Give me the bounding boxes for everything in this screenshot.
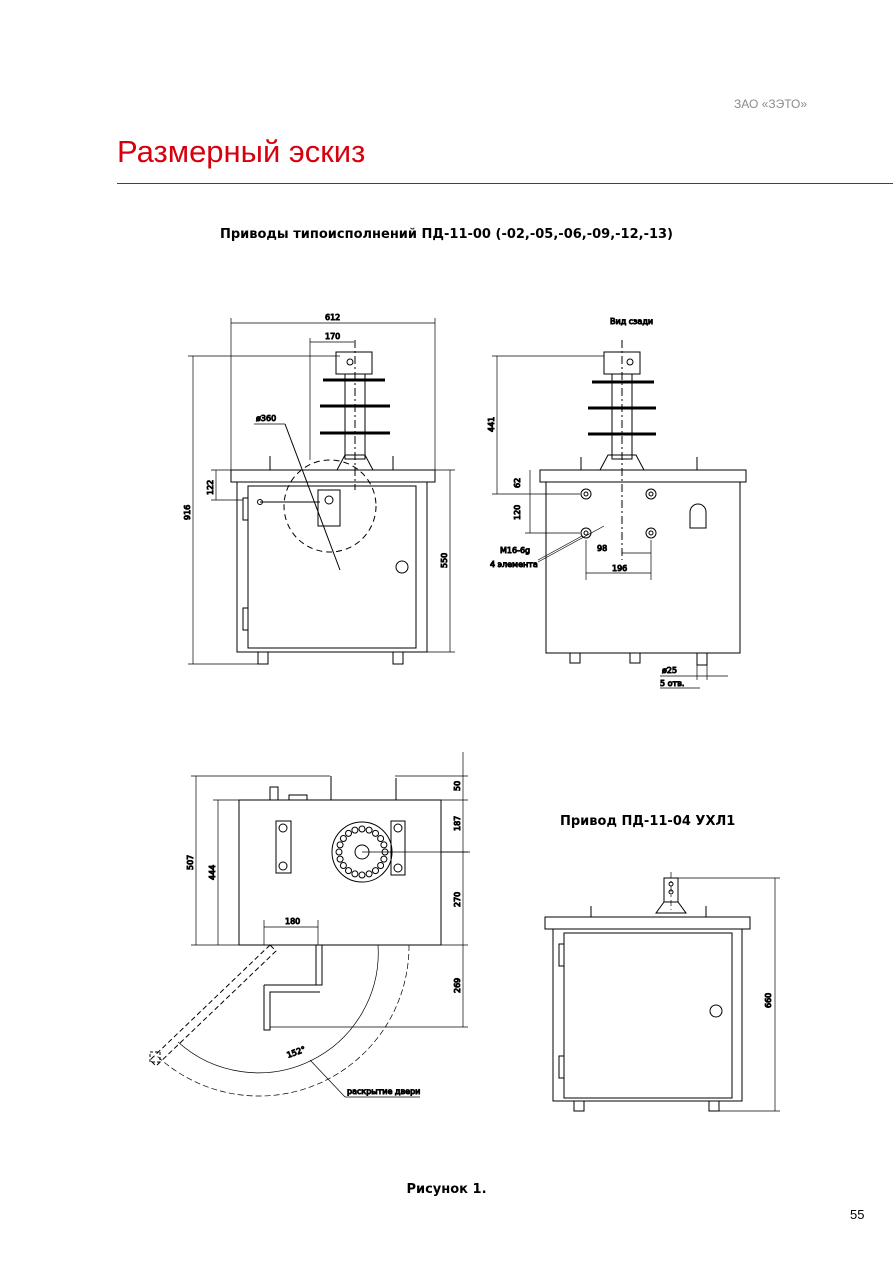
rear-cabinet xyxy=(545,481,741,654)
dim-62: 62 xyxy=(513,478,522,488)
small-top-plate xyxy=(544,916,751,930)
hole-diameter: ø25 xyxy=(662,666,677,675)
flange-hole xyxy=(351,870,359,878)
small-dimensions xyxy=(678,877,780,1112)
front-view: 612 170 ø360 916 122 550 xyxy=(183,313,455,665)
dim-180: 180 xyxy=(285,917,300,926)
flange-hole xyxy=(380,855,388,863)
drawing-subtitle: Приводы типоисполнений ПД-11-00 (-02,-05… xyxy=(219,227,673,242)
dim-612: 612 xyxy=(325,313,340,322)
title-underline xyxy=(117,183,893,184)
small-view: 660 xyxy=(544,872,780,1112)
hole-count: 5 отв. xyxy=(660,679,684,688)
door-swing-label: раскрытие двери xyxy=(347,1087,420,1096)
plan-dimensions xyxy=(191,752,468,1028)
flange-hole xyxy=(336,841,344,849)
rear-view-label: Вид сзади xyxy=(610,317,653,326)
flange-hole xyxy=(358,871,366,879)
dim-507: 507 xyxy=(186,855,195,870)
front-top-plate xyxy=(230,469,436,483)
dim-circle-360: ø360 xyxy=(256,414,276,423)
dim-187: 187 xyxy=(453,816,462,831)
dim-50: 50 xyxy=(453,781,462,791)
small-cabinet xyxy=(552,928,743,1102)
flange-hole xyxy=(365,870,373,878)
front-insulator xyxy=(320,340,390,490)
dim-120: 120 xyxy=(513,505,522,520)
dim-270: 270 xyxy=(453,892,462,907)
flange-hole xyxy=(365,826,373,834)
flange-hole xyxy=(377,862,385,869)
company-name: ЗАО «ЗЭТО» xyxy=(734,97,808,111)
front-dimensions xyxy=(188,318,455,665)
plan-view: 50 187 270 269 507 444 180 152° раскрыти… xyxy=(149,752,470,1098)
bolt-label: М16-6g xyxy=(500,546,530,555)
flange-hole xyxy=(336,855,344,863)
flange-hole xyxy=(380,841,388,849)
flange-hole xyxy=(339,835,347,842)
flange-hole xyxy=(345,829,352,837)
rear-opening xyxy=(689,503,707,529)
rear-bolt-holes xyxy=(580,488,657,539)
flange-hole xyxy=(345,867,352,875)
flange-holes xyxy=(335,825,389,879)
dim-170: 170 xyxy=(325,332,340,341)
rear-dimensions xyxy=(492,355,728,689)
flange-hole xyxy=(377,835,385,842)
dim-550: 550 xyxy=(440,553,449,568)
flange-hole xyxy=(351,826,359,834)
bolt-count: 4 элемента xyxy=(490,560,538,569)
dim-916: 916 xyxy=(183,505,192,520)
dim-angle-152: 152° xyxy=(286,1045,307,1060)
dim-196: 196 xyxy=(612,564,627,573)
rear-view: Вид сзади xyxy=(487,317,747,689)
page-number: 55 xyxy=(850,1207,865,1222)
flange-hole xyxy=(372,867,379,875)
flange-hole xyxy=(339,862,347,869)
dim-660: 660 xyxy=(764,993,773,1008)
dim-98: 98 xyxy=(597,544,607,553)
drawing-subtitle-2: Привод ПД-11-04 УХЛ1 xyxy=(560,814,736,829)
flange-hole xyxy=(372,829,379,837)
dim-269: 269 xyxy=(453,978,462,993)
flange-hole xyxy=(358,825,366,833)
plan-body xyxy=(238,799,442,946)
figure-caption: Рисунок 1. xyxy=(406,1182,487,1197)
dim-444: 444 xyxy=(208,865,217,880)
flange-hole xyxy=(335,848,343,856)
rear-insulator xyxy=(588,340,656,560)
rear-top-plate xyxy=(539,469,747,483)
front-cabinet xyxy=(236,481,428,653)
dim-441: 441 xyxy=(487,417,496,432)
page-title: Размерный эскиз xyxy=(117,134,366,169)
dim-122: 122 xyxy=(206,480,215,495)
